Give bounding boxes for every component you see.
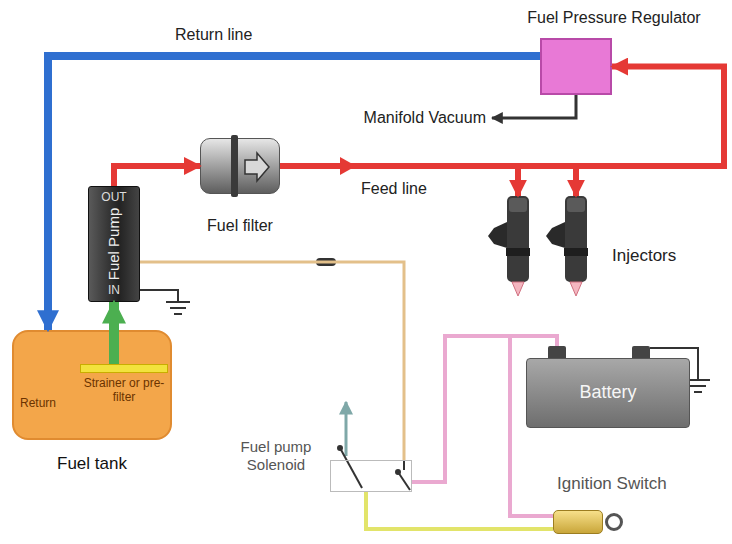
pump-box: OUT Fuel PumpIN — [88, 186, 140, 302]
fuel-tank: Fuel tank Return Strainer or pre-filter — [12, 330, 172, 480]
connector-path — [114, 166, 200, 186]
part-label: Manifold Vacuum — [364, 109, 486, 127]
key-ring — [605, 513, 623, 531]
node-label: Fuel pump Solenoid — [226, 438, 326, 474]
strainer-bar — [80, 364, 168, 373]
solenoid: Fuel pump Solenoid — [226, 430, 416, 496]
node-label: Injectors — [612, 246, 712, 266]
connector-path — [280, 67, 724, 167]
connector-path — [48, 56, 540, 330]
wire — [510, 336, 557, 516]
wire — [140, 262, 404, 460]
node-label: Battery — [526, 382, 690, 404]
strainer: Strainer or pre-filter — [80, 364, 168, 420]
battery: Battery — [526, 344, 690, 430]
vacuum-line — [492, 95, 576, 118]
regulator-body — [540, 38, 612, 95]
connector-path — [518, 166, 576, 196]
line-label: Return line — [172, 26, 255, 44]
injector-group: Injectors — [480, 186, 712, 314]
node-label: Ignition Switch — [557, 474, 717, 494]
flow-line — [114, 302, 115, 364]
flow-arrow — [201, 139, 281, 195]
node-label: Fuel filter — [178, 216, 302, 235]
filter-ring — [231, 135, 238, 197]
node-label: Return — [20, 396, 76, 410]
connector-path — [412, 336, 557, 482]
solenoid-body — [330, 460, 412, 492]
connector-path — [109, 302, 119, 364]
connector-path — [140, 262, 404, 460]
flow-line — [48, 56, 540, 330]
node-label: Fuel Pressure Regulator — [500, 8, 728, 27]
flow-line — [280, 67, 724, 167]
switch-body — [553, 510, 603, 534]
filter-box: Fuel filter — [188, 134, 292, 244]
filter-body — [200, 138, 280, 194]
node-label: Fuel Pump — [105, 208, 123, 281]
solenoid-switch — [338, 402, 410, 490]
node-label: OUT — [88, 190, 140, 204]
injector-symbol — [480, 186, 600, 302]
node-label: IN — [88, 283, 140, 297]
connector-path — [366, 492, 553, 529]
flow-line — [114, 166, 200, 186]
ground-symbol — [140, 290, 190, 314]
connector-path — [510, 336, 557, 516]
node-label: Fuel tank — [12, 454, 172, 474]
wire — [366, 492, 553, 529]
line-label: Feed line — [358, 180, 430, 198]
wire — [412, 336, 557, 482]
ignition-switch: Ignition Switch — [545, 474, 720, 540]
node-label: Strainer or pre-filter — [80, 377, 168, 405]
